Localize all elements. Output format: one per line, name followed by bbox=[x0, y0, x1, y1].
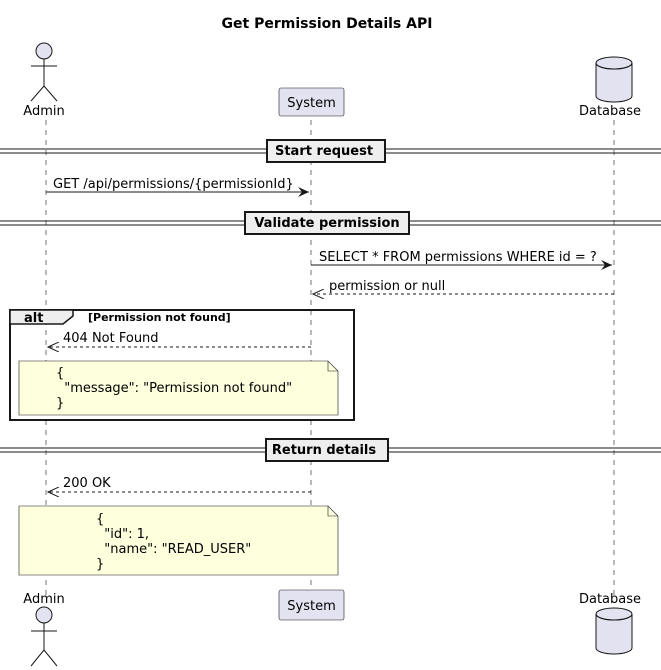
participant-system-top: System bbox=[278, 87, 345, 117]
message-label: 200 OK bbox=[63, 476, 111, 491]
note-line: } bbox=[96, 557, 104, 572]
note-line: } bbox=[56, 396, 64, 411]
participant-label-database: Database bbox=[579, 104, 641, 119]
note-line: "name": "READ_USER" bbox=[96, 542, 251, 557]
message-label: 404 Not Found bbox=[63, 331, 159, 346]
alt-fragment: alt [Permission not found] 404 Not Found… bbox=[9, 309, 355, 421]
actor-head-icon bbox=[35, 606, 53, 624]
actor-admin-bottom: Admin bbox=[23, 592, 65, 667]
database-bottom: Database bbox=[579, 592, 641, 655]
message-200-ok: 200 OK bbox=[48, 476, 311, 492]
divider-validate-permission: Validate permission bbox=[0, 211, 661, 235]
participant-system-bottom: System bbox=[278, 589, 345, 621]
divider-label: Validate permission bbox=[254, 216, 399, 231]
message-label: GET /api/permissions/{permissionId} bbox=[53, 177, 294, 192]
message-select-query: SELECT * FROM permissions WHERE id = ? bbox=[311, 250, 612, 270]
database-cylinder-icon bbox=[595, 63, 633, 103]
note-line: { bbox=[96, 512, 104, 527]
note-line: { bbox=[56, 366, 64, 381]
divider-label: Start request bbox=[275, 144, 373, 159]
alt-condition: [Permission not found] bbox=[88, 311, 231, 324]
alt-keyword: alt bbox=[24, 311, 43, 326]
diagram-title: Get Permission Details API bbox=[222, 16, 433, 32]
participant-label-admin: Admin bbox=[23, 592, 64, 607]
message-404-not-found: 404 Not Found bbox=[48, 331, 311, 347]
participant-label-admin: Admin bbox=[23, 104, 64, 119]
actor-head-icon bbox=[35, 42, 53, 60]
divider-return-details: Return details bbox=[0, 438, 661, 462]
actor-admin-top: Admin bbox=[23, 42, 65, 119]
note-line: "message": "Permission not found" bbox=[56, 381, 292, 396]
note-not-found: { "message": "Permission not found" } bbox=[18, 360, 339, 416]
divider-start-request: Start request bbox=[0, 139, 661, 163]
note-details: { "id": 1, "name": "READ_USER" } bbox=[18, 505, 339, 576]
message-label: permission or null bbox=[329, 279, 445, 294]
message-label: SELECT * FROM permissions WHERE id = ? bbox=[319, 250, 597, 265]
message-get-permission: GET /api/permissions/{permissionId} bbox=[46, 177, 309, 197]
divider-label: Return details bbox=[272, 443, 377, 458]
database-top: Database bbox=[579, 56, 641, 119]
note-line: "id": 1, bbox=[96, 527, 149, 542]
database-cylinder-icon bbox=[595, 614, 633, 655]
participant-label-database: Database bbox=[579, 592, 641, 607]
participant-label-system: System bbox=[287, 96, 335, 111]
message-permission-or-null: permission or null bbox=[313, 279, 614, 294]
participant-label-system: System bbox=[287, 599, 335, 614]
